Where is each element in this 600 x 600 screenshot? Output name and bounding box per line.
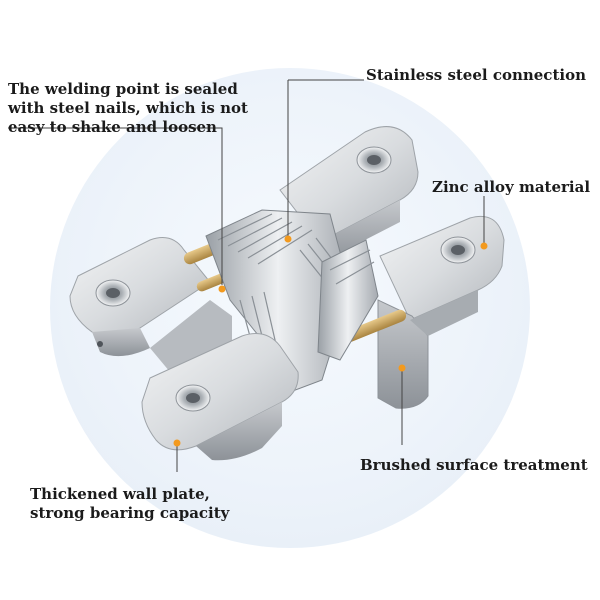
welding-callout-line-1: The welding point is sealed [8, 80, 238, 98]
thickened-callout-line-1: Thickened wall plate, [30, 485, 210, 503]
welding-callout-line-3: easy to shake and loosen [8, 118, 217, 136]
stainless-marker [284, 235, 292, 243]
stainless-steel-callout: Stainless steel connection [366, 66, 586, 84]
lower-left-leaf [141, 333, 299, 461]
upper-left-leaf [69, 237, 232, 372]
brushed-surface-callout: Brushed surface treatment [360, 456, 588, 474]
zinc-alloy-callout: Zinc alloy material [432, 178, 591, 196]
stainless-steel-links [205, 209, 379, 393]
thickened-marker [173, 439, 181, 447]
thickened-wall-callout: Thickened wall plate, strong bearing cap… [30, 485, 229, 523]
welding-leader-line [8, 127, 223, 285]
welding-callout-line-2: with steel nails, which is not [8, 99, 248, 117]
lower-right-leaf [377, 215, 505, 409]
welding-marker [218, 285, 226, 293]
zinc-marker [480, 242, 488, 250]
brushed-marker [398, 364, 406, 372]
callout-markers [173, 235, 488, 447]
welding-point-callout: The welding point is sealed with steel n… [8, 80, 248, 137]
leader-lines [8, 79, 485, 472]
thickened-callout-line-2: strong bearing capacity [30, 504, 230, 522]
